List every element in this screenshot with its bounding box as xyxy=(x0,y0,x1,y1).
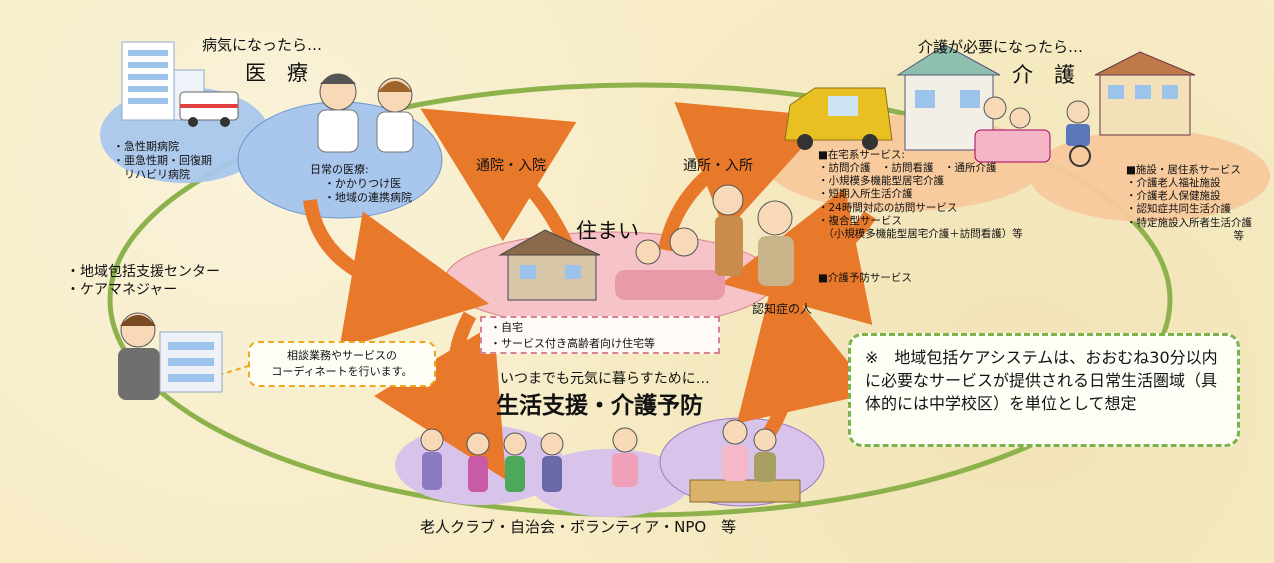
home-care-item: ・訪問介護 ・訪問看護 ・通所介護 xyxy=(818,162,997,175)
home-care-item: （小規模多機能型居宅介護＋訪問看護）等 xyxy=(818,227,1023,240)
support-center-item: ・ケアマネジャー xyxy=(66,281,178,298)
volunteer-helper-icon xyxy=(689,419,801,503)
home-type-item: ・サービス付き高齢者向け住宅等 xyxy=(490,336,655,350)
medical-header: 病気になったら… xyxy=(202,36,323,54)
prevention-services: ■介護予防サービス xyxy=(818,272,912,284)
wheelchair-icon xyxy=(1066,100,1091,167)
community-ring xyxy=(107,82,1173,518)
exercise-elder-icon xyxy=(612,427,638,487)
house-icon xyxy=(498,229,601,301)
home-care-services: ■在宅系サービス: ・訪問介護 ・訪問看護 ・通所介護 ・小規模多機能型居宅介護… xyxy=(818,149,1023,241)
home-types-box: ・自宅 ・サービス付き高齢者向け住宅等 xyxy=(480,316,720,354)
care-title: 介 護 xyxy=(1012,63,1075,87)
arrow-home-to-life xyxy=(373,311,506,481)
facility-item: ・特定施設入所者生活介護 xyxy=(1126,216,1252,229)
hospital-item: ・急性期病院 xyxy=(113,140,179,153)
life-title: 生活支援・介護予防 xyxy=(496,393,703,419)
coordination-connector xyxy=(209,365,249,379)
doctor-icon xyxy=(317,73,359,153)
arrow-life-to-home xyxy=(736,271,874,444)
coordination-line: コーディネートを行います。 xyxy=(271,364,413,378)
home-care-item: ・短期入所生活介護 xyxy=(818,188,913,201)
home-title: 住まい xyxy=(576,219,639,243)
hospital-item: リハビリ病院 xyxy=(113,167,190,181)
arrow-care-to-home xyxy=(721,187,876,325)
daily-medical-item: ・地域の連携病院 xyxy=(324,190,412,204)
dementia-elder-icon xyxy=(757,200,794,286)
care-manager-icon xyxy=(118,312,160,400)
support-center-list: ・地域包括支援センター ・ケアマネジャー xyxy=(66,264,220,299)
support-center-item: ・地域包括支援センター xyxy=(66,264,220,280)
facility-building-icon xyxy=(1094,51,1196,136)
scope-note-box: ※ 地域包括ケアシステムは、おおむね30分以内に必要なサービスが提供される日常生… xyxy=(848,333,1240,447)
family-icon xyxy=(615,184,744,300)
life-ellipse-2 xyxy=(530,449,690,517)
arrow-medical-to-home xyxy=(303,198,490,350)
hospital-commute-label: 通院・入院 xyxy=(476,158,546,174)
medical-title: 医 療 xyxy=(245,61,308,85)
home-type-item: ・自宅 xyxy=(490,321,523,334)
community-groups: 老人クラブ・自治会・ボランティア・NPO 等 xyxy=(420,518,737,536)
facility-services: ■施設・居住系サービス ・介護老人福祉施設 ・介護老人保健施設 ・認知症共同生活… xyxy=(1126,164,1252,243)
home-care-item: ・小規模多機能型居宅介護 xyxy=(818,175,944,188)
arrow-home-to-care xyxy=(658,102,831,252)
dementia-label: 認知症の人 xyxy=(752,302,813,316)
scope-note-text: ※ 地域包括ケアシステムは、おおむね30分以内に必要なサービスが提供される日常生… xyxy=(865,348,1218,414)
nurse-icon xyxy=(376,77,414,153)
daycare-commute-label: 通所・入所 xyxy=(683,158,753,174)
hospital-list: ・急性期病院 ・亜急性期・回復期 リハビリ病院 xyxy=(113,140,212,181)
daily-medical-item: ・かかりつけ医 xyxy=(324,176,402,190)
coordination-note: 相談業務やサービスの コーディネートを行います。 xyxy=(248,341,436,387)
home-care-title: ■在宅系サービス: xyxy=(818,149,905,161)
daily-medical-title: 日常の医療: xyxy=(310,163,369,176)
facility-item: ・認知症共同生活介護 xyxy=(1126,203,1231,216)
bathing-care-icon xyxy=(974,96,1051,163)
elders-group-icon xyxy=(420,428,564,492)
daily-medical-list: 日常の医療: ・かかりつけ医 ・地域の連携病院 xyxy=(310,163,412,204)
facility-item: ・介護老人福祉施設 xyxy=(1126,177,1221,190)
life-subtitle: いつまでも元気に暮らすために… xyxy=(500,371,710,387)
home-care-item: ・複合型サービス xyxy=(818,214,902,227)
facility-suffix: 等 xyxy=(1233,229,1245,242)
care-header: 介護が必要になったら… xyxy=(918,38,1084,56)
care-van-icon xyxy=(784,87,893,150)
coordination-line: 相談業務やサービスの xyxy=(287,349,397,362)
support-center-building-icon xyxy=(159,331,223,393)
home-care-item: ・24時間対応の訪問サービス xyxy=(818,201,958,214)
hospital-item: ・亜急性期・回復期 xyxy=(113,153,212,167)
ambulance-icon xyxy=(179,91,239,127)
facility-title: ■施設・居住系サービス xyxy=(1126,164,1241,176)
facility-item: ・介護老人保健施設 xyxy=(1126,190,1221,203)
